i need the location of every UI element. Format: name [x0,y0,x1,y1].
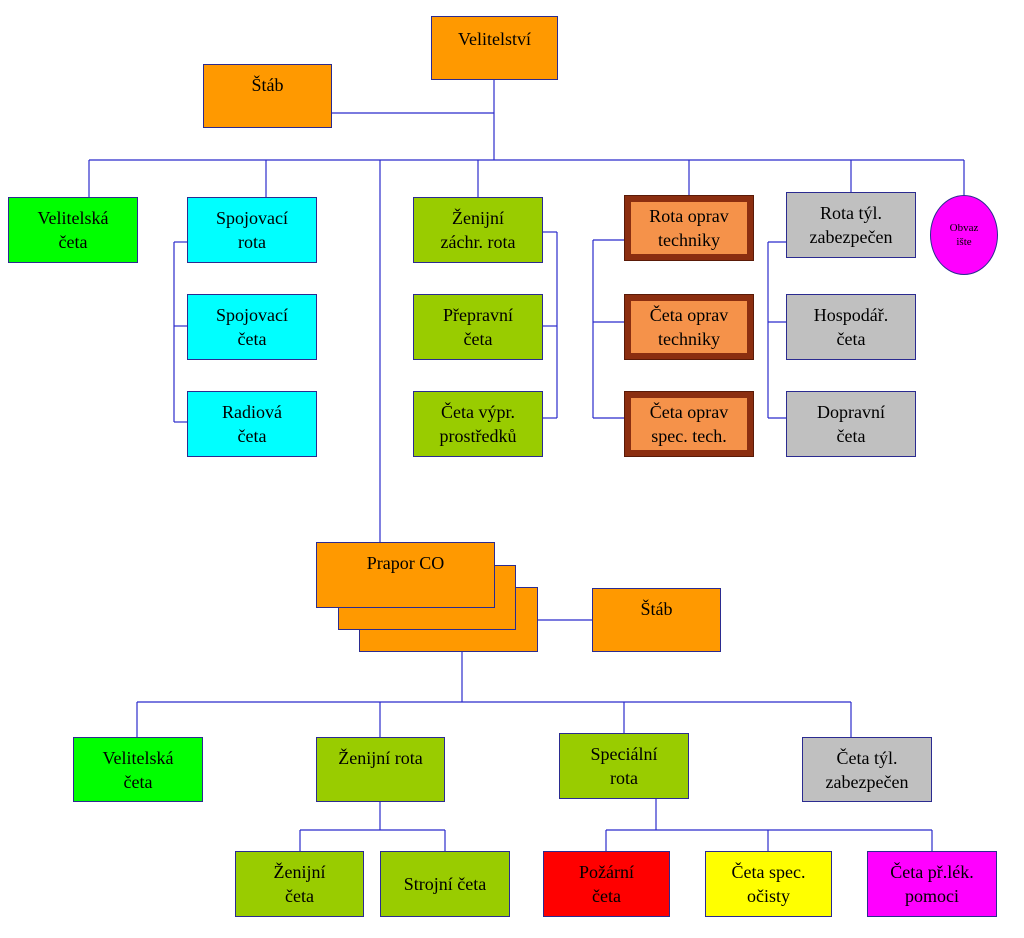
ceta-oprav-techniky-box[interactable]: Četa oprav techniky [624,294,754,360]
hospodar-ceta-box[interactable]: Hospodář. četa [786,294,916,360]
rota-oprav-techniky-box[interactable]: Rota oprav techniky [624,195,754,261]
prapor-co-box[interactable]: Prapor CO [316,542,495,608]
prapor-ceta-tyl-zabezpecen-box[interactable]: Četa týl. zabezpečen [802,737,932,802]
ceta-oprav-spec-tech-box[interactable]: Četa oprav spec. tech. [624,391,754,457]
obvaz-iste-circle[interactable]: Obvaz ište [930,195,998,275]
zenijni-zachr-rota-label: Ženijní záchr. rota [440,208,516,252]
prapor-zenijni-rota-box[interactable]: Ženijní rota [316,737,445,802]
stab-box[interactable]: Štáb [203,64,332,128]
spojovaci-rota-box[interactable]: Spojovací rota [187,197,317,263]
velitelstvi-box[interactable]: Velitelství [431,16,558,80]
zenijni-ceta-box[interactable]: Ženijní četa [235,851,364,917]
strojni-ceta-box[interactable]: Strojní četa [380,851,510,917]
prapor-specialni-rota-box[interactable]: Speciální rota [559,733,689,799]
prapor-velitelska-ceta-box[interactable]: Velitelská četa [73,737,203,802]
prepravni-ceta-box[interactable]: Přepravní četa [413,294,543,360]
ceta-oprav-techniky-label: Četa oprav techniky [631,301,747,353]
rota-tyl-zabezpecen-box[interactable]: Rota týl. zabezpečen [786,192,916,258]
ceta-vypr-prostredku-box[interactable]: Četa výpr. prostředků [413,391,543,457]
pozarni-ceta-box[interactable]: Požární četa [543,851,670,917]
spojovaci-ceta-box[interactable]: Spojovací četa [187,294,317,360]
prapor-stab-box[interactable]: Štáb [592,588,721,652]
zenijni-zachr-rota-box[interactable]: Ženijní záchr. rota [413,197,543,263]
radiova-ceta-box[interactable]: Radiová četa [187,391,317,457]
dopravni-ceta-box[interactable]: Dopravní četa [786,391,916,457]
rota-oprav-techniky-label: Rota oprav techniky [631,202,747,254]
velitelska-ceta-box[interactable]: Velitelská četa [8,197,138,263]
ceta-pr-lek-pomoci-box[interactable]: Četa př.lék. pomoci [867,851,997,917]
ceta-spec-ocisty-box[interactable]: Četa spec. očisty [705,851,832,917]
ceta-oprav-spec-tech-label: Četa oprav spec. tech. [631,398,747,450]
